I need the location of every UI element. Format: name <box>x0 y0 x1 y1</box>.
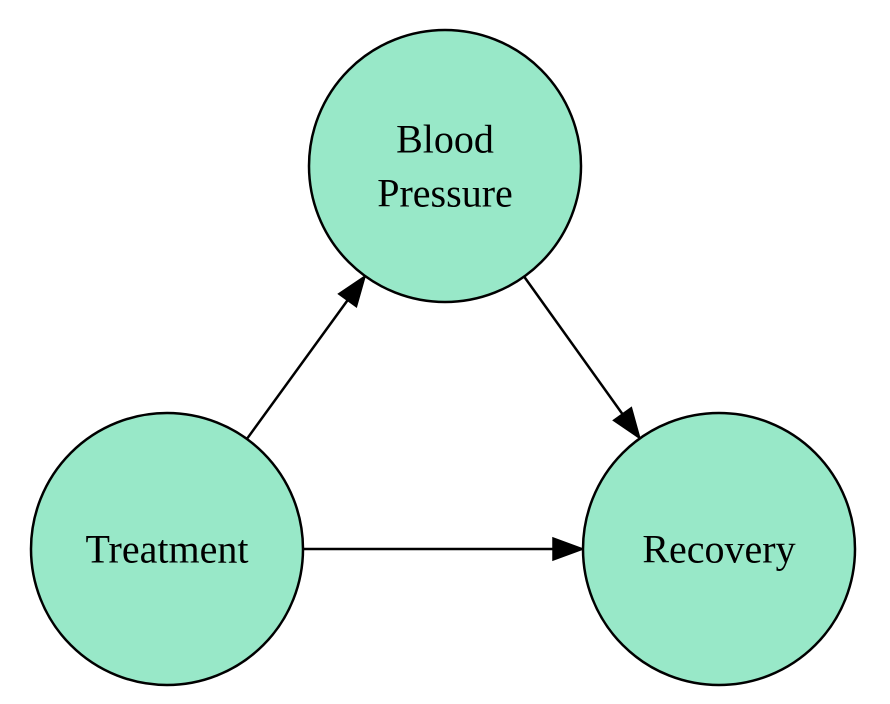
node-label: Blood <box>396 117 494 162</box>
node-circle <box>29 411 305 687</box>
node-circle <box>581 411 857 687</box>
node-label: Pressure <box>377 171 513 216</box>
edges-layer <box>245 274 642 562</box>
edge-blood_pressure-to-recovery <box>523 275 642 441</box>
node-recovery: Recovery <box>581 411 857 687</box>
arrowhead-icon <box>337 274 367 309</box>
edge-line <box>245 299 349 440</box>
node-label: Recovery <box>642 527 795 572</box>
edge-line <box>523 275 624 415</box>
node-label: Treatment <box>86 527 249 572</box>
node-circle <box>307 28 583 304</box>
edge-treatment-to-recovery <box>303 536 586 562</box>
node-treatment: Treatment <box>29 411 305 687</box>
edge-treatment-to-blood_pressure <box>245 274 367 440</box>
arrowhead-icon <box>552 536 586 562</box>
arrowhead-icon <box>612 406 642 441</box>
